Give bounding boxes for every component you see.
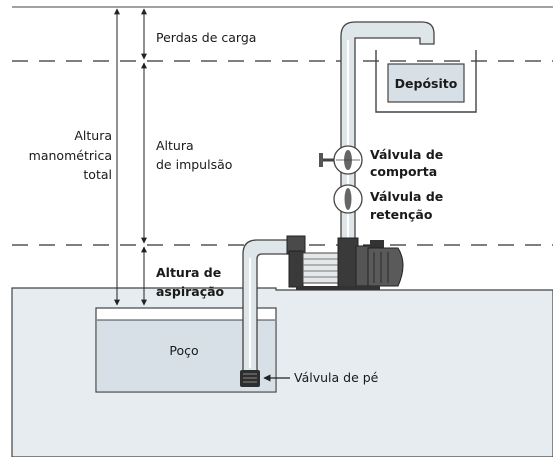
label-altura-total-2: manométrica xyxy=(29,148,112,163)
label-valvula-pe: Válvula de pé xyxy=(294,370,379,385)
discharge-pipe xyxy=(340,21,435,246)
deposit-tank-outer xyxy=(375,50,477,113)
pump xyxy=(286,235,404,290)
label-valvula-comporta-2: comporta xyxy=(370,164,437,179)
label-valvula-retencao-1: Válvula de xyxy=(370,189,443,204)
deposit-tank xyxy=(387,63,465,103)
label-valvula-comporta-1: Válvula de xyxy=(370,147,443,162)
label-impulsao-1: Altura xyxy=(156,138,194,153)
label-perdas-de-carga: Perdas de carga xyxy=(156,30,256,45)
label-altura-total-1: Altura xyxy=(74,128,112,143)
ground xyxy=(11,287,553,458)
check-valve-disc xyxy=(344,188,352,210)
label-poco: Poço xyxy=(169,343,198,358)
gate-valve-handle xyxy=(319,153,323,167)
label-altura-total-3: total xyxy=(83,167,112,182)
label-valvula-retencao-2: retenção xyxy=(370,207,433,222)
label-deposito: Depósito xyxy=(395,76,458,91)
label-aspiracao-2: aspiração xyxy=(156,284,225,299)
label-aspiracao-1: Altura de xyxy=(156,265,221,280)
label-impulsao-2: de impulsão xyxy=(156,157,232,172)
